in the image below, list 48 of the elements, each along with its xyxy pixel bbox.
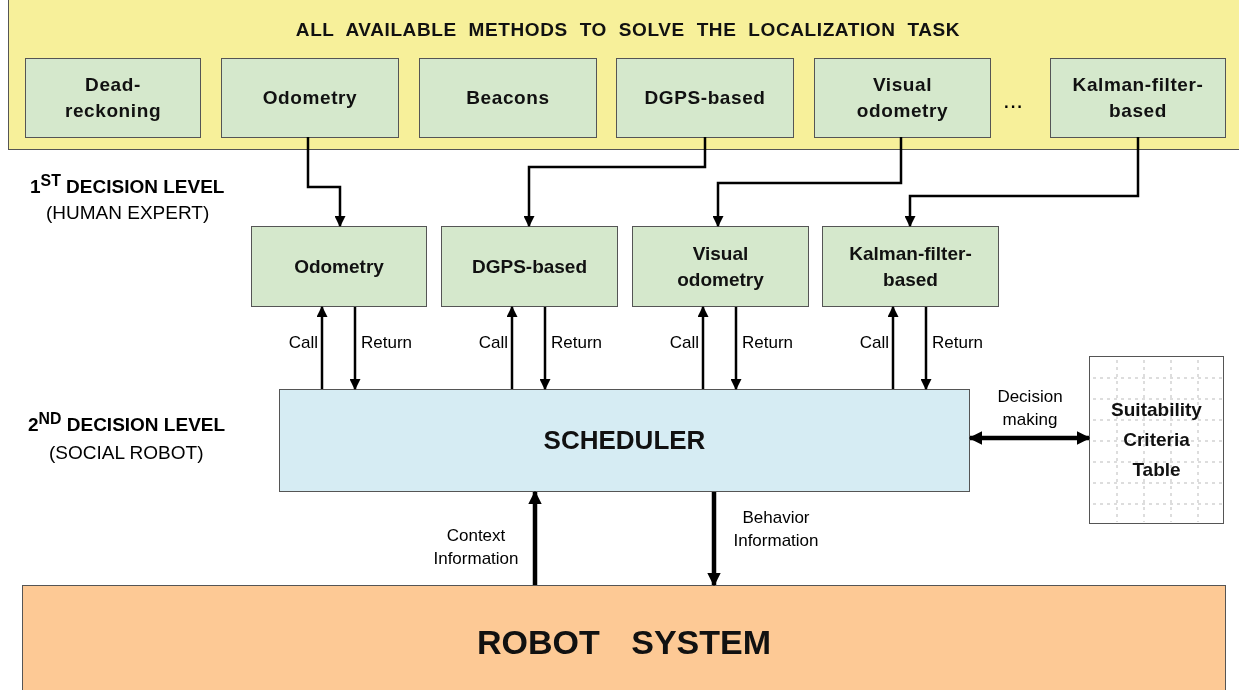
arrow [349,307,361,391]
method-name: Odometry [262,86,358,111]
method-box [419,58,597,138]
method-name: Dead- reckoning [63,73,163,123]
arrow [506,305,518,389]
arrow [528,490,542,585]
arrow [316,305,328,389]
level-subtitle: (SOCIAL ROBOT) [49,442,204,464]
method-name: Beacons [466,86,550,111]
method-name: Visual odometry [855,73,950,123]
method-name: Kalman-filter- based [1071,73,1205,123]
scheduler-label: SCHEDULER [543,423,706,457]
method-box [616,58,794,138]
method-box [25,58,201,138]
arrow [730,307,742,391]
arrow [697,305,709,389]
group-panel [8,0,1239,150]
level-heading: 2$^{ND}$ DECISION LEVEL [28,410,226,437]
panel-title: ALL AVAILABLE METHODS TO SOLVE THE LOCALIZATION TASK [295,18,961,42]
method-box [632,226,809,307]
method-name: Visual odometry [676,241,765,292]
arrow [707,492,721,587]
arrow [539,307,551,391]
table-box [1089,356,1224,524]
ellipsis-text: ... [1003,86,1023,114]
method-box [1050,58,1226,138]
scheduler-box [279,389,970,492]
method-box [814,58,991,138]
method-box [441,226,618,307]
arrow [712,137,903,228]
method-name: Odometry [294,254,384,279]
method-box [822,226,999,307]
arrow [887,305,899,389]
table-title: Suitability Criteria Table [1110,398,1203,482]
method-name: DGPS-based [471,254,588,279]
method-box [221,58,399,138]
level-heading: 1$^{ST}$ DECISION LEVEL [30,172,225,199]
arrow [306,137,346,228]
arrow [920,307,932,391]
arrow [968,431,1091,445]
arrow [523,137,707,228]
method-name: DGPS-based [644,86,766,111]
method-name: Kalman-filter- based [848,241,973,292]
system-label: ROBOT SYSTEM [477,622,771,663]
method-box [251,226,427,307]
system-box [22,585,1226,690]
level-subtitle: (HUMAN EXPERT) [46,202,210,224]
arrow [904,137,1140,228]
